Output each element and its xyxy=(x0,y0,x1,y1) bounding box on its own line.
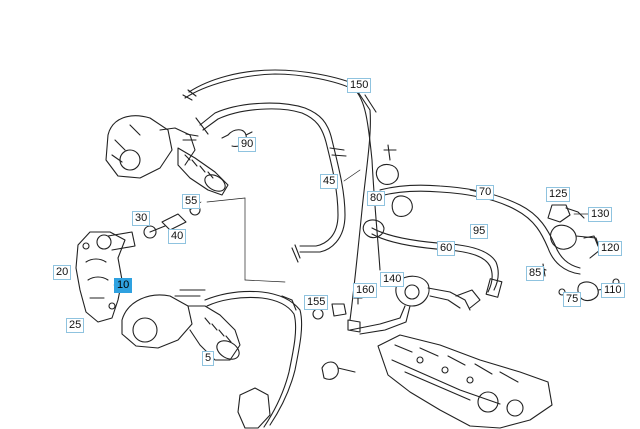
callout-5[interactable]: 5 xyxy=(202,351,215,366)
hose-70 xyxy=(379,184,581,275)
callout-95[interactable]: 95 xyxy=(470,224,489,239)
hose-60 xyxy=(371,227,503,298)
callout-60[interactable]: 60 xyxy=(437,241,456,256)
callout-40[interactable]: 40 xyxy=(168,229,187,244)
callout-155[interactable]: 155 xyxy=(304,295,329,310)
callout-45[interactable]: 45 xyxy=(320,174,339,189)
callout-120[interactable]: 120 xyxy=(598,241,623,256)
intake-hose-lower xyxy=(121,289,241,361)
callout-90[interactable]: 90 xyxy=(238,137,257,152)
callout-125[interactable]: 125 xyxy=(546,187,571,202)
callout-55[interactable]: 55 xyxy=(182,194,201,209)
hose-45 xyxy=(195,102,347,263)
valve-140 xyxy=(349,275,481,335)
connector-bottom xyxy=(237,361,356,429)
valve-right-group xyxy=(539,204,601,277)
callout-85[interactable]: 85 xyxy=(526,266,545,281)
intake-hose-upper xyxy=(105,115,229,196)
intake-manifold xyxy=(377,334,553,429)
callout-10-selected[interactable]: 10 xyxy=(114,278,133,293)
housing-10 xyxy=(75,231,136,323)
hose-lower-run xyxy=(204,290,303,428)
callout-130[interactable]: 130 xyxy=(588,207,613,222)
leader-lines xyxy=(113,169,589,286)
callout-160[interactable]: 160 xyxy=(353,283,378,298)
callout-150[interactable]: 150 xyxy=(347,78,372,93)
callout-110[interactable]: 110 xyxy=(601,283,625,298)
callout-20[interactable]: 20 xyxy=(53,265,72,280)
valve-80 xyxy=(362,144,413,239)
callout-75[interactable]: 75 xyxy=(563,292,582,307)
callout-30[interactable]: 30 xyxy=(132,211,151,226)
callout-80[interactable]: 80 xyxy=(367,191,386,206)
callout-25[interactable]: 25 xyxy=(66,318,85,333)
callout-140[interactable]: 140 xyxy=(380,272,405,287)
callout-70[interactable]: 70 xyxy=(476,185,495,200)
